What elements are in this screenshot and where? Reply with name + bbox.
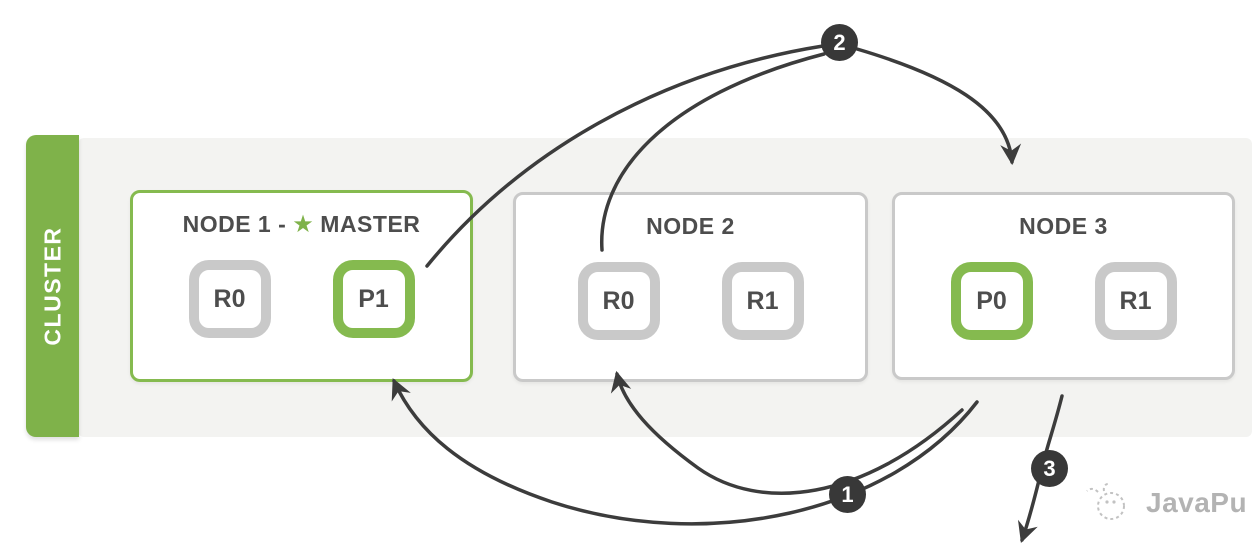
node-1-title: NODE 1 - ★ MASTER: [183, 211, 421, 238]
shard-label: P1: [358, 284, 389, 313]
master-star-icon: ★: [292, 210, 315, 238]
shard-label: P0: [976, 286, 1007, 315]
master-label: MASTER: [320, 211, 421, 237]
cluster-tab: CLUSTER: [26, 135, 79, 437]
shard-p0-node3: P0: [950, 262, 1033, 340]
shard-label: R0: [602, 286, 635, 315]
shard-p1-node1: P1: [332, 260, 415, 338]
node-3-shards: P0 R1: [950, 262, 1177, 340]
node-1-shards: R0 P1: [188, 260, 415, 338]
node-2-box: NODE 2 R0 R1: [513, 192, 868, 382]
node-3-title: NODE 3: [1019, 213, 1108, 240]
shard-label: R1: [1119, 286, 1152, 315]
watermark-logo-icon: [1086, 482, 1125, 520]
node-2-shards: R0 R1: [577, 262, 804, 340]
step-2-badge: 2: [821, 24, 858, 61]
shard-r0-node1: R0: [188, 260, 271, 338]
node-3-title-text: NODE 3: [1019, 213, 1108, 239]
node-3-box: NODE 3 P0 R1: [892, 192, 1235, 380]
node-2-title-text: NODE 2: [646, 213, 735, 239]
step-3-number: 3: [1043, 455, 1056, 481]
step-1-badge: 1: [829, 476, 866, 513]
watermark-text: JavaPu: [1146, 487, 1248, 518]
shard-r1-node3: R1: [1094, 262, 1177, 340]
node-1-title-text: NODE 1 -: [182, 211, 287, 237]
node-1-box: NODE 1 - ★ MASTER R0 P1: [130, 190, 473, 382]
step-1-number: 1: [841, 481, 854, 507]
shard-label: R0: [213, 284, 246, 313]
step-3-badge: 3: [1031, 450, 1068, 487]
watermark: JavaPu: [1084, 482, 1247, 524]
shard-r1-node2: R1: [721, 262, 804, 340]
shard-r0-node2: R0: [577, 262, 660, 340]
node-2-title: NODE 2: [646, 213, 735, 240]
cluster-label: CLUSTER: [39, 226, 65, 346]
shard-label: R1: [746, 286, 779, 315]
step-2-number: 2: [833, 29, 846, 55]
